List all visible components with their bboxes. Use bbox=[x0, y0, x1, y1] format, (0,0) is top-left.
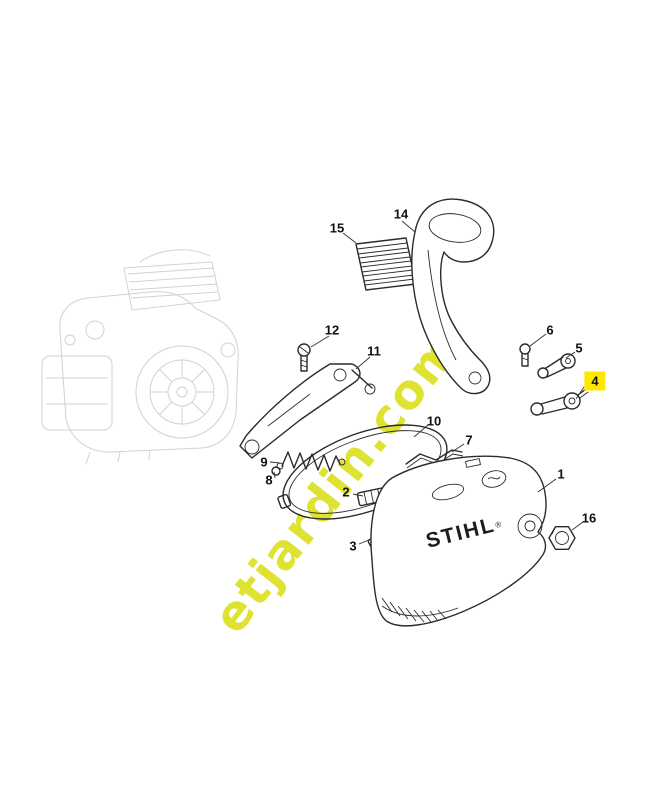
part-4-pivot-lever bbox=[530, 388, 589, 416]
part-11-brake-lever bbox=[239, 363, 376, 459]
part-label-3: 3 bbox=[349, 538, 357, 554]
part-label-8: 8 bbox=[265, 472, 273, 488]
part-14-hand-guard bbox=[411, 198, 495, 395]
part-label-5: 5 bbox=[575, 340, 583, 356]
part-5-lever bbox=[537, 353, 576, 379]
engine-ghost-drawing bbox=[41, 249, 239, 465]
part-6-screw bbox=[519, 343, 531, 367]
part-15-grip-strip bbox=[355, 237, 417, 291]
part-label-6: 6 bbox=[546, 322, 554, 338]
part-label-11: 11 bbox=[367, 343, 381, 359]
part-label-7: 7 bbox=[465, 432, 473, 448]
part-label-2: 2 bbox=[342, 484, 350, 500]
part-label-12: 12 bbox=[324, 322, 340, 338]
registered-mark: ® bbox=[494, 520, 502, 530]
part-label-1: 1 bbox=[557, 466, 565, 482]
part-8-spring-plug bbox=[271, 466, 281, 476]
part-label-4: 4 bbox=[584, 371, 606, 391]
part-label-14: 14 bbox=[393, 206, 409, 222]
leader-lines bbox=[269, 220, 585, 545]
part-label-10: 10 bbox=[426, 413, 442, 429]
part-label-15: 15 bbox=[329, 220, 345, 236]
part-1-sprocket-cover: STIHL ® bbox=[370, 455, 547, 627]
part-12-screw bbox=[297, 343, 311, 372]
part-label-16: 16 bbox=[581, 510, 597, 526]
part-label-9: 9 bbox=[260, 454, 268, 470]
part-16-collar-nut bbox=[548, 526, 576, 550]
